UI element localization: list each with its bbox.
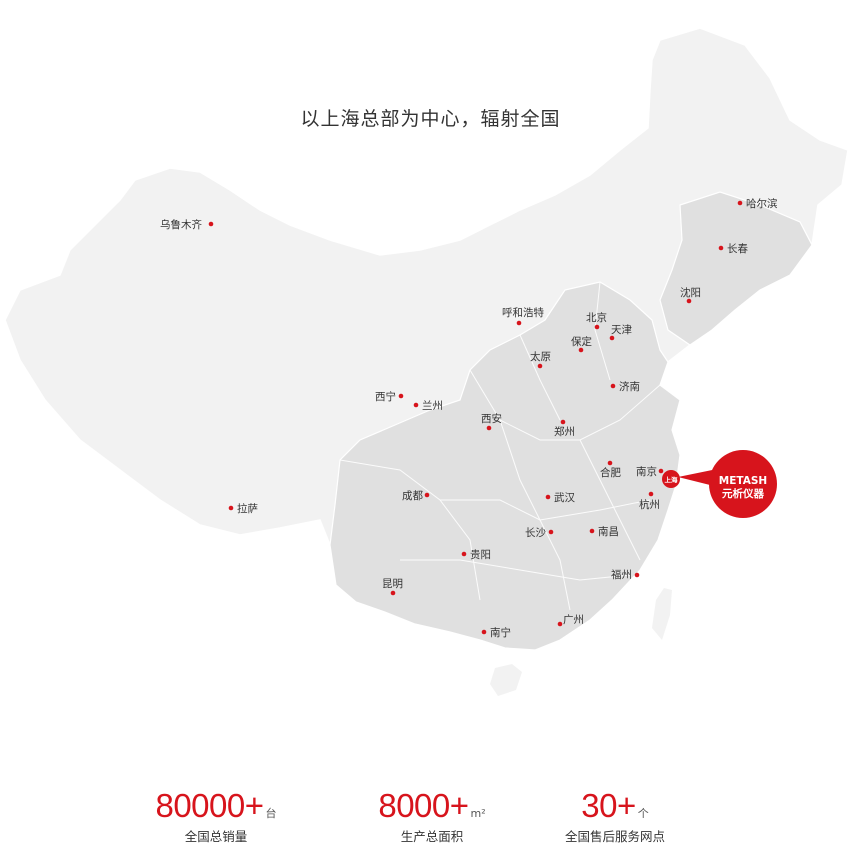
stat-unit: m² [470,807,486,820]
city-marker-changchun[interactable]: 长春 [718,243,749,255]
city-label: 昆明 [382,578,403,590]
city-label: 沈阳 [680,286,701,299]
city-marker-fuzhou[interactable]: 福州 [611,568,640,581]
stat-production-area: 8000+m² 生产总面积 [322,788,542,845]
stat-value: 30+ [581,787,636,824]
city-label: 贵阳 [470,548,491,561]
stat-unit: 台 [265,807,277,820]
badge-brand: METASH [719,475,767,487]
stat-unit: 个 [637,807,649,820]
stat-service-points: 30+个 全国售后服务网点 [505,788,725,845]
covered-regions [329,191,813,651]
city-label: 呼和浩特 [502,307,544,319]
page-headline: 以上海总部为中心，辐射全国 [300,108,561,130]
city-label: 福州 [611,568,632,581]
city-label: 天津 [611,324,632,336]
city-marker-urumqi[interactable]: 乌鲁木齐 [160,218,214,231]
city-marker-kunming[interactable]: 昆明 [382,578,403,596]
city-label: 拉萨 [237,502,258,515]
city-marker-beijing[interactable]: 北京 [586,311,607,330]
stat-caption: 全国总销量 [184,829,248,844]
city-marker-zhengzhou[interactable]: 郑州 [554,419,575,438]
city-label: 保定 [571,335,592,348]
taiwan-island [652,588,672,640]
city-label: 西宁 [375,390,396,403]
city-marker-baoding[interactable]: 保定 [571,335,592,353]
city-marker-changsha[interactable]: 长沙 [525,527,554,539]
city-marker-harbin[interactable]: 哈尔滨 [737,197,778,210]
city-marker-nanchang[interactable]: 南昌 [589,525,619,538]
city-marker-hangzhou[interactable]: 杭州 [639,491,660,511]
city-marker-jinan[interactable]: 济南 [610,380,640,393]
city-label: 郑州 [554,425,575,438]
city-marker-hefei[interactable]: 合肥 [600,460,621,479]
city-label: 西安 [481,412,502,425]
stat-caption: 生产总面积 [400,829,464,844]
metash-badge [709,450,777,518]
city-marker-lanzhou[interactable]: 兰州 [413,399,443,412]
city-label: 太原 [530,350,551,363]
shanghai-label: 上海 [665,475,679,484]
stat-total-sales: 80000+台 全国总销量 [106,788,326,845]
city-marker-hohhot[interactable]: 呼和浩特 [502,307,544,326]
city-label: 合肥 [600,466,621,479]
city-label: 长沙 [525,527,546,539]
city-label: 广州 [563,614,584,626]
city-label: 南京 [636,465,657,478]
city-marker-lhasa[interactable]: 拉萨 [228,502,258,515]
city-marker-nanning[interactable]: 南宁 [481,626,511,639]
city-marker-taiyuan[interactable]: 太原 [530,350,551,369]
city-marker-nanjing[interactable]: 南京 [636,465,664,478]
stat-caption: 全国售后服务网点 [564,829,665,844]
city-marker-shenyang[interactable]: 沈阳 [680,286,701,304]
city-marker-guiyang[interactable]: 贵阳 [461,548,491,561]
city-marker-xian[interactable]: 西安 [481,412,502,431]
badge-company-name: 元析仪器 [722,487,764,500]
city-marker-xining[interactable]: 西宁 [375,390,404,403]
city-marker-chengdu[interactable]: 成都 [402,490,430,502]
city-label: 武汉 [554,491,575,504]
stats-row: 80000+台 全国总销量 8000+m² 生产总面积 30+个 全国售后服务网… [0,788,861,858]
city-label: 南宁 [490,626,511,639]
city-label: 济南 [619,380,640,393]
city-label: 长春 [727,243,748,255]
city-label: 乌鲁木齐 [160,218,202,231]
city-label: 成都 [402,490,423,502]
city-marker-guangzhou[interactable]: 广州 [557,614,584,627]
province-borders [339,281,661,611]
stat-value: 80000+ [155,787,264,824]
stat-value: 8000+ [378,787,469,824]
hq-shanghai[interactable]: 上海 METASH 元析仪器 [662,450,777,518]
city-marker-wuhan[interactable]: 武汉 [545,491,576,504]
city-markers: 哈尔滨 长春 沈阳 乌鲁木齐 呼和浩特 北京 天津 保定 太原 济南 西宁 兰州… [160,197,778,639]
hainan-island [490,664,522,696]
city-label: 北京 [586,311,607,324]
city-label: 南昌 [598,525,619,538]
city-label: 杭州 [639,498,660,511]
city-marker-tianjin[interactable]: 天津 [609,324,633,341]
city-label: 哈尔滨 [746,197,778,210]
city-label: 兰州 [422,399,443,412]
shanghai-marker [662,470,680,488]
